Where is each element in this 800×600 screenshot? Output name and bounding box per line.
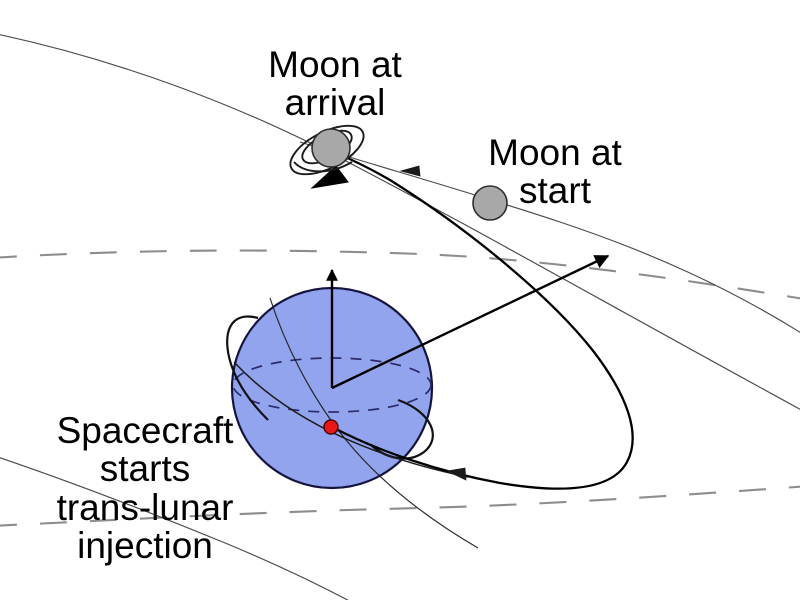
moon-direction-vector [331,254,610,390]
moon-at-start-body [472,185,508,221]
parking-orbit-left-loop [226,315,269,421]
moon-orbit-upper-dashed [0,249,800,300]
lunar-capture-orbit-front-arc [293,161,353,173]
moon-path-arrowhead [399,165,421,177]
lunar-orbit-plane-line-upper [0,34,800,410]
tli-arrowhead-arrival [310,165,349,189]
orbit-track-tli-inclined [269,297,479,549]
moon-at-arrival-body [311,128,351,168]
lunar-orbit-plane-line-lower [0,457,349,600]
launch-site-marker [323,419,339,435]
tli-arrowhead-outbound [445,467,467,481]
moon-orbit-lower-dashed [0,485,800,527]
moon-path-thin-line [299,141,800,333]
